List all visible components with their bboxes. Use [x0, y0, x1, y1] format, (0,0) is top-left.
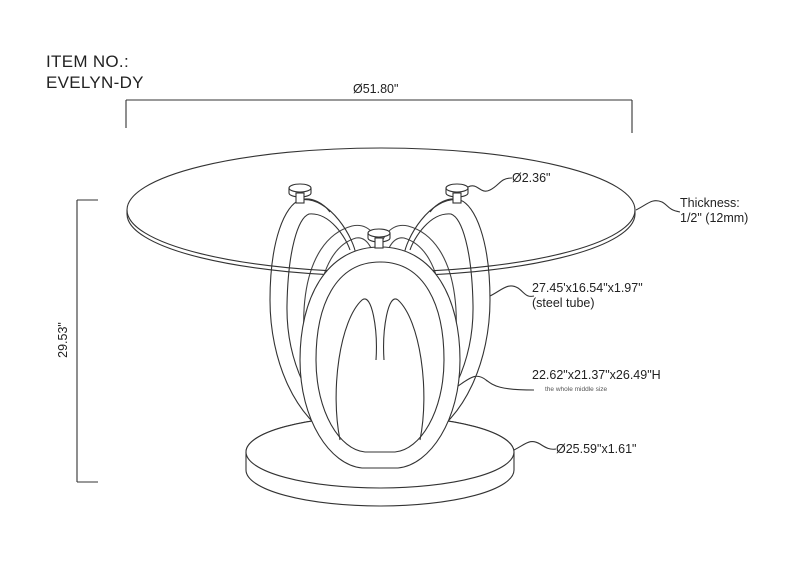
leader-tube [489, 285, 535, 297]
thickness-value: 1/2" (12mm) [680, 211, 749, 225]
connector-diameter-label: Ø2.36" [512, 171, 551, 185]
leader-connector [467, 177, 513, 192]
middle-size-label: 22.62"x21.37"x26.49"H [532, 368, 661, 382]
leader-thickness [635, 200, 681, 213]
middle-size-note: the whole middle size [545, 386, 608, 393]
top-diameter-label: Ø51.80" [353, 82, 399, 96]
front-center-ring [299, 246, 461, 469]
leader-base [513, 441, 557, 451]
connector-center [367, 228, 391, 249]
height-dimension-line [76, 199, 98, 483]
tube-material-label: (steel tube) [532, 296, 595, 310]
connector-right [445, 183, 469, 204]
item-number-label: ITEM NO.: [46, 52, 129, 71]
base-size-label: Ø25.59"x1.61" [556, 442, 637, 456]
item-number-value: EVELYN-DY [46, 73, 144, 92]
thickness-label: Thickness: [680, 196, 740, 210]
connector-left [288, 183, 312, 204]
tube-size-label: 27.45'x16.54"x1.97" [532, 281, 643, 295]
height-label: 29.53" [56, 322, 70, 358]
width-dimension-line [125, 99, 633, 133]
leader-middle [457, 375, 535, 391]
